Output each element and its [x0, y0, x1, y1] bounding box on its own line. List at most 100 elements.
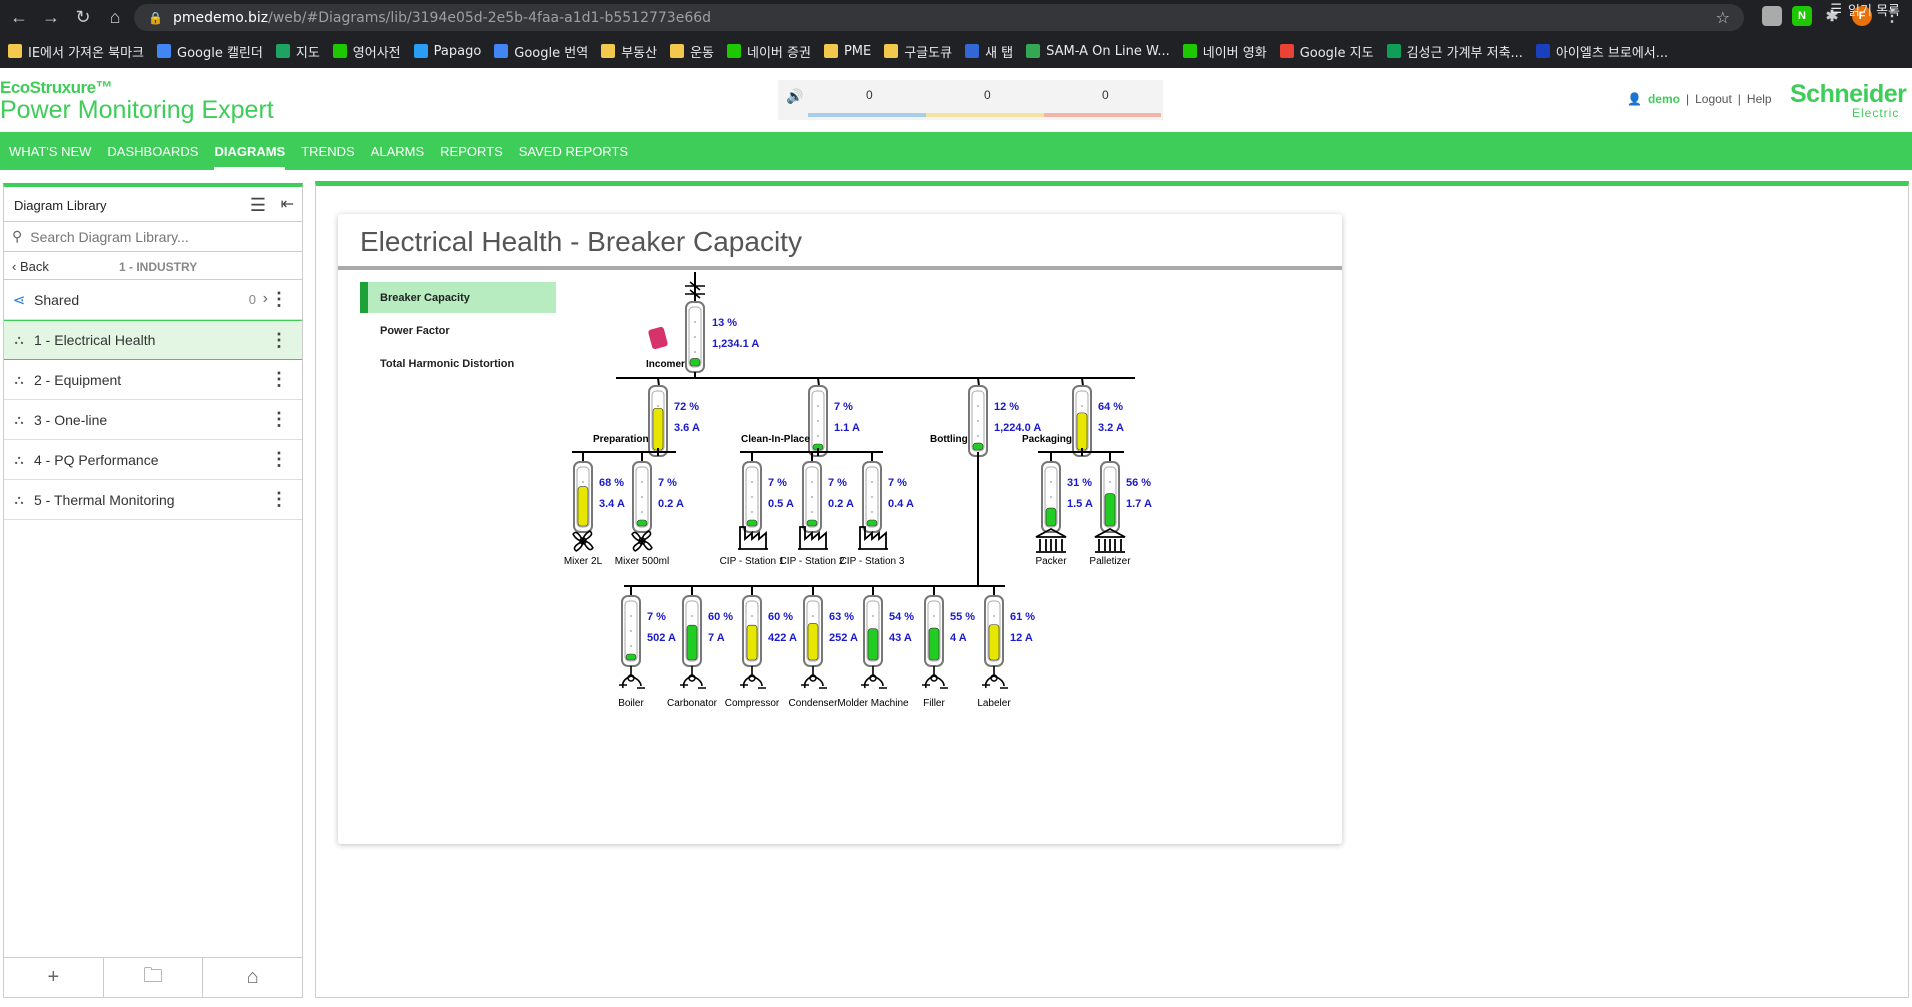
hierarchy-icon: ⛬: [14, 332, 24, 347]
diagram-library-panel: Diagram Library ☰ ⇤ ⚲ ‹ Back 1 - INDUSTR…: [3, 183, 303, 998]
reading-list[interactable]: ☰읽기 목록: [1830, 0, 1900, 19]
percent-label: 64 %: [1098, 401, 1123, 413]
percent-label: 7 %: [647, 611, 666, 623]
back-arrow-icon[interactable]: ←: [10, 7, 28, 27]
percent-label: 7 %: [658, 477, 677, 489]
bookmark-label: PME: [843, 43, 872, 59]
new-folder-icon[interactable]: 🗀: [104, 958, 204, 997]
nav-dashboards[interactable]: DASHBOARDS: [107, 143, 199, 159]
nav-reports[interactable]: REPORTS: [440, 143, 503, 159]
bookmark-item[interactable]: 영어사전: [332, 42, 401, 61]
breaker-gauge: 60 %7 A: [682, 595, 733, 667]
bookmark-item[interactable]: PME: [823, 43, 872, 59]
bookmark-item[interactable]: 김성근 가계부 저축...: [1386, 42, 1523, 61]
incomer-label: Incomer: [646, 359, 685, 370]
nav-saved-reports[interactable]: SAVED REPORTS: [518, 143, 629, 159]
amps-label: 0.4 A: [888, 498, 914, 510]
nav-trends[interactable]: TRENDS: [301, 143, 355, 159]
motor-hub: [869, 674, 877, 682]
bookmark-label: 아이엘츠 브로에서...: [1555, 45, 1669, 61]
bookmark-icon: [275, 44, 290, 58]
search-input[interactable]: [30, 228, 271, 245]
motor-icon: [680, 666, 706, 689]
sidebar-item[interactable]: ⛬4 - PQ Performance⋮: [4, 440, 302, 480]
reload-icon[interactable]: ↻: [75, 7, 91, 27]
bookmark-item[interactable]: 아이엘츠 브로에서...: [1535, 42, 1669, 61]
collapse-icon[interactable]: ⇤: [280, 196, 294, 213]
bookmark-item[interactable]: Papago: [413, 44, 481, 59]
gauge-fill: [988, 624, 1000, 661]
chevron-right-icon: ›: [262, 290, 268, 307]
bookmark-item[interactable]: Google 번역: [494, 42, 588, 61]
nav-alarms[interactable]: ALARMS: [370, 143, 425, 159]
bookmark-icon: [332, 44, 347, 58]
bookmark-item[interactable]: 네이버 영화: [1182, 42, 1267, 61]
tab-total-harmonic-distortion[interactable]: Total Harmonic Distortion: [380, 357, 515, 370]
bookmark-label: Google 지도: [1299, 45, 1374, 61]
motor-hub: [809, 674, 817, 682]
kebab-icon[interactable]: ⋮: [270, 449, 288, 469]
bookmarks-bar: IE에서 가져온 북마크 Google 캘린더 지도 영어사전 Papago Google…: [0, 35, 1912, 67]
sidebar-item[interactable]: ⛬3 - One-line⋮: [4, 400, 302, 440]
fan-blade: [641, 530, 652, 542]
tab-power-factor[interactable]: Power Factor: [380, 324, 450, 337]
bookmark-item[interactable]: 부동산: [601, 42, 657, 61]
bookmark-item[interactable]: 운동: [670, 42, 714, 61]
bookmark-label: 부동산: [621, 45, 658, 61]
breaker-gauge: 63 %252 A: [803, 595, 858, 667]
alarm-summary[interactable]: 🔊 0 0 0: [778, 80, 1163, 120]
percent-label: 60 %: [708, 611, 733, 623]
fan-icon: [572, 530, 594, 552]
add-icon[interactable]: +: [4, 958, 104, 997]
bookmark-item[interactable]: 지도: [275, 42, 320, 61]
sidebar-item[interactable]: ⛬1 - Electrical Health⋮: [4, 320, 302, 360]
browser-menu-icon[interactable]: ⋮: [1884, 8, 1900, 25]
bookmark-item[interactable]: 네이버 증권: [727, 42, 811, 61]
bookmark-star-icon[interactable]: ☆: [1715, 8, 1730, 27]
bookmark-item[interactable]: IE에서 가져온 북마크: [8, 42, 144, 61]
naver-extension-icon[interactable]: N: [1792, 6, 1812, 26]
kebab-icon[interactable]: ⋮: [270, 489, 288, 509]
nav-diagrams[interactable]: DIAGRAMS: [214, 132, 286, 170]
speaker-icon[interactable]: 🔊: [786, 88, 804, 104]
address-bar[interactable]: 🔒 pmedemo.biz /web/#Diagrams/lib/3194e05…: [134, 4, 1744, 31]
bookmark-item[interactable]: SAM-A On Line W...: [1026, 44, 1170, 59]
percent-label: 63 %: [829, 611, 854, 623]
nav-what-s-new[interactable]: WHAT'S NEW: [9, 143, 92, 159]
amps-label: 3.4 A: [599, 498, 625, 510]
bookmark-label: 영어사전: [352, 45, 401, 61]
bookmark-item[interactable]: 새 탭: [965, 42, 1013, 61]
help-link[interactable]: Help: [1746, 92, 1772, 106]
load-label: Compressor: [725, 698, 780, 709]
gauge-fill: [746, 624, 758, 661]
breaker-gauge: 68 %3.4 A: [573, 461, 625, 533]
bookmark-item[interactable]: 구글도큐: [884, 42, 952, 61]
breadcrumb: 1 - INDUSTRY: [119, 260, 198, 274]
bookmark-item[interactable]: Google 지도: [1279, 42, 1374, 61]
load-label: Mixer 2L: [564, 556, 603, 567]
kebab-icon[interactable]: ⋮: [270, 409, 288, 429]
diagram-card: Electrical Health - Breaker Capacity Bre…: [338, 214, 1342, 844]
menu-icon[interactable]: ☰: [249, 195, 266, 215]
amps-label: 0.2 A: [658, 498, 684, 510]
back-link[interactable]: ‹ Back: [12, 259, 49, 274]
profile-avatar[interactable]: F: [1852, 6, 1872, 26]
sidebar-item[interactable]: ⛬5 - Thermal Monitoring⋮: [4, 480, 302, 520]
forward-arrow-icon[interactable]: →: [42, 7, 60, 27]
home-icon[interactable]: ⌂: [109, 7, 121, 27]
home-icon[interactable]: ⌂: [246, 966, 259, 988]
breaker-gauge: 64 %3.2 A: [1072, 385, 1124, 457]
bookmark-item[interactable]: Google 캘린더: [157, 42, 263, 61]
kebab-icon[interactable]: ⋮: [270, 369, 288, 389]
kebab-icon[interactable]: ⋮: [270, 289, 288, 309]
extension-icon[interactable]: [1762, 6, 1782, 26]
kebab-icon[interactable]: ⋮: [270, 330, 288, 350]
tab-breaker-capacity[interactable]: Breaker Capacity: [360, 282, 556, 313]
sidebar-item[interactable]: ⛬2 - Equipment⋮: [4, 360, 302, 400]
logout-link[interactable]: Logout: [1695, 92, 1732, 106]
bookmark-icon: [670, 44, 685, 58]
user-name[interactable]: demo: [1647, 92, 1680, 106]
sidebar-item-shared[interactable]: ⋖ Shared 0 › ⋮: [4, 280, 302, 320]
puzzle-icon[interactable]: ✱: [1825, 8, 1839, 25]
gauge-fill: [867, 628, 879, 661]
